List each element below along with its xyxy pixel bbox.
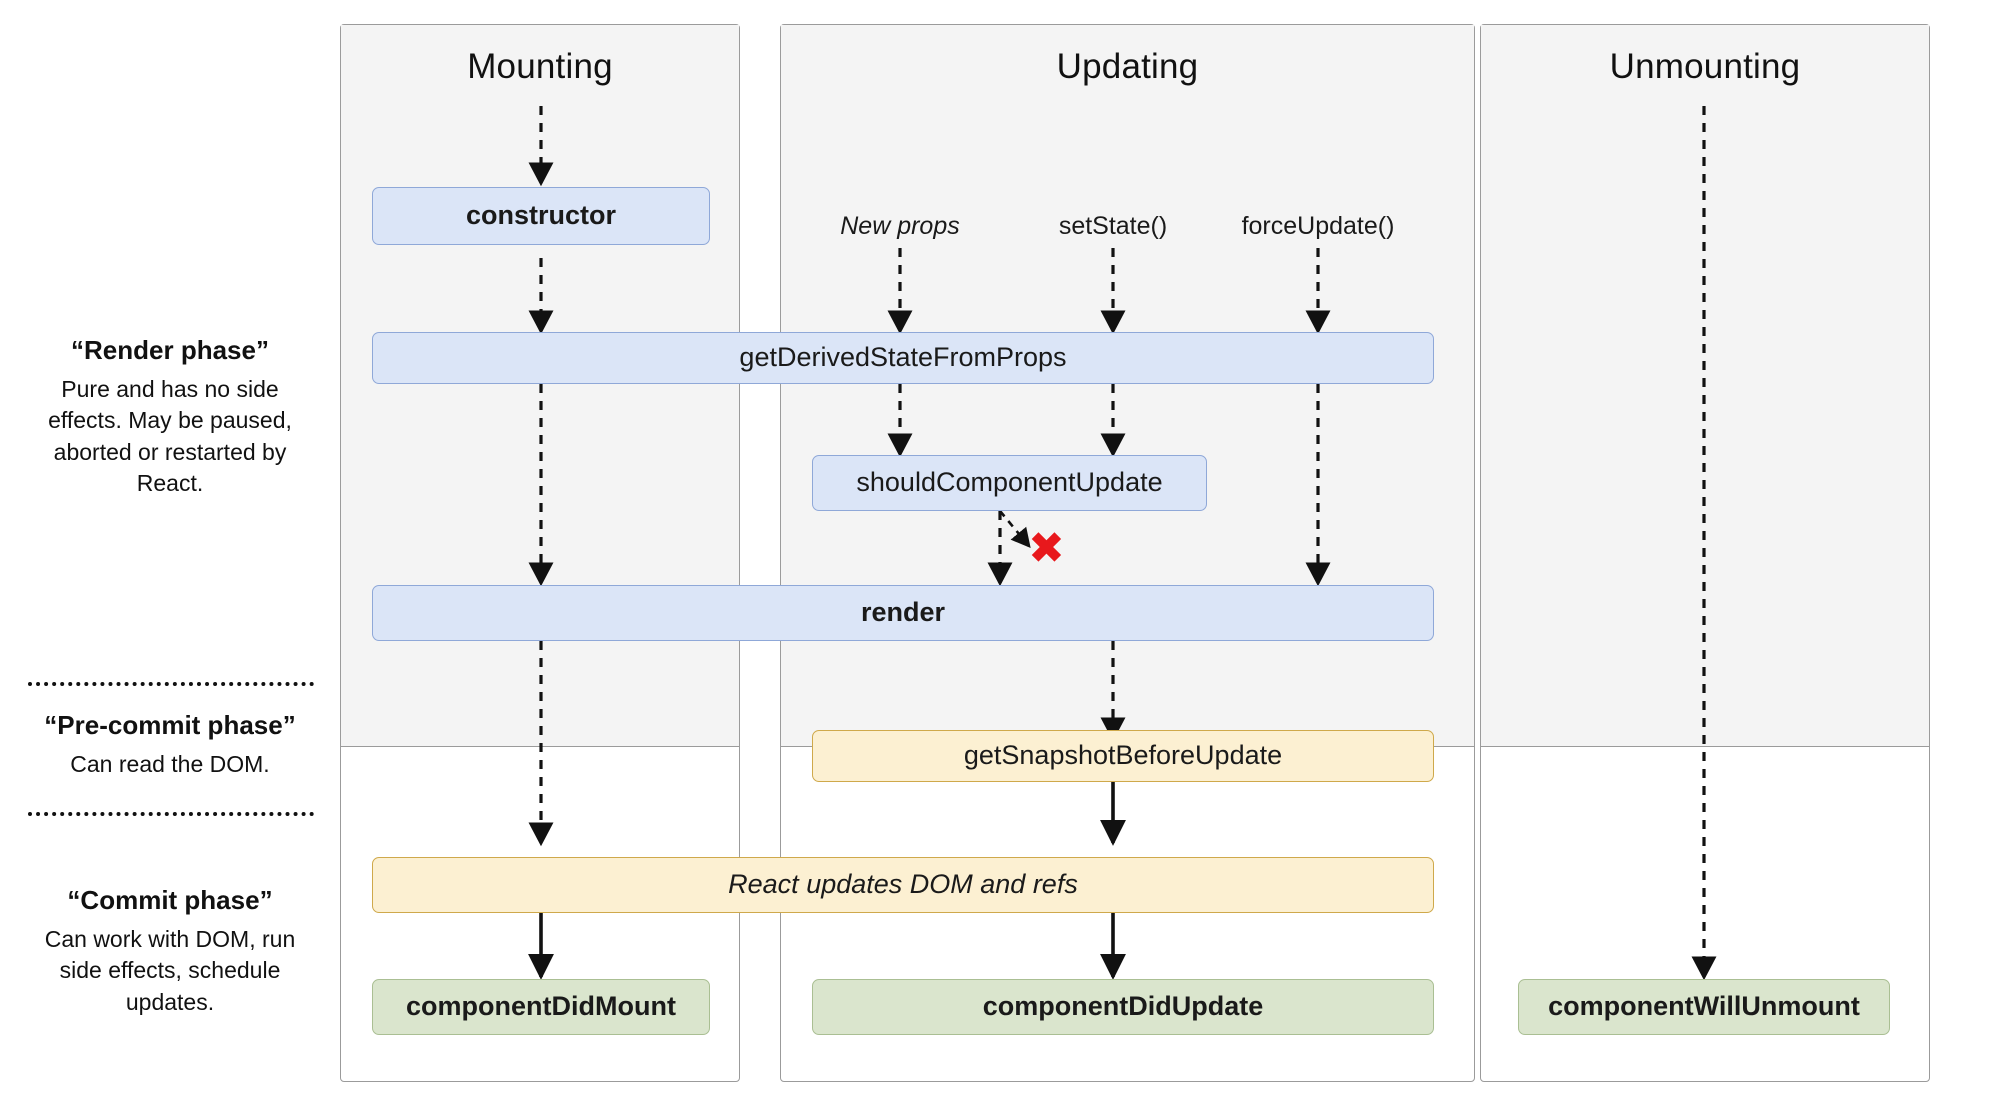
legend-commit-phase-heading: “Commit phase” [67,885,273,915]
legend-render-phase: “Render phase” Pure and has no side effe… [20,335,320,499]
column-updating-title: Updating [1056,47,1199,86]
legend-pre-commit-phase-heading: “Pre-commit phase” [44,710,296,740]
box-component-did-mount[interactable]: componentDidMount [372,979,710,1035]
column-unmounting: Unmounting [1480,24,1930,1082]
column-unmounting-title: Unmounting [1609,47,1801,86]
box-constructor[interactable]: constructor [372,187,710,245]
box-component-will-unmount[interactable]: componentWillUnmount [1518,979,1890,1035]
legend-render-phase-heading: “Render phase” [71,335,269,365]
box-render[interactable]: render [372,585,1434,641]
legend-pre-commit-phase: “Pre-commit phase” Can read the DOM. [20,710,320,780]
box-get-snapshot-before-update[interactable]: getSnapshotBeforeUpdate [812,730,1434,782]
box-react-updates-dom-and-refs[interactable]: React updates DOM and refs [372,857,1434,913]
legend-divider-top [28,682,314,686]
legend-commit-phase-body: Can work with DOM, run side effects, sch… [44,926,296,1015]
legend-pre-commit-phase-body: Can read the DOM. [70,751,270,777]
skip-update-x-icon: ✖ [1028,523,1065,574]
trigger-new-props: New props [840,212,960,240]
legend-commit-phase: “Commit phase” Can work with DOM, run si… [20,885,320,1018]
column-mounting: Mounting [340,24,740,1082]
column-updating: Updating [780,24,1475,1082]
trigger-set-state: setState() [1058,212,1168,240]
column-mounting-title: Mounting [467,47,613,86]
trigger-force-update: forceUpdate() [1241,212,1395,240]
box-should-component-update[interactable]: shouldComponentUpdate [812,455,1207,511]
box-component-did-update[interactable]: componentDidUpdate [812,979,1434,1035]
column-unmounting-render-region [1481,25,1929,747]
legend-divider-bottom [28,812,314,816]
box-get-derived-state-from-props[interactable]: getDerivedStateFromProps [372,332,1434,384]
legend-render-phase-body: Pure and has no side effects. May be pau… [48,376,292,496]
